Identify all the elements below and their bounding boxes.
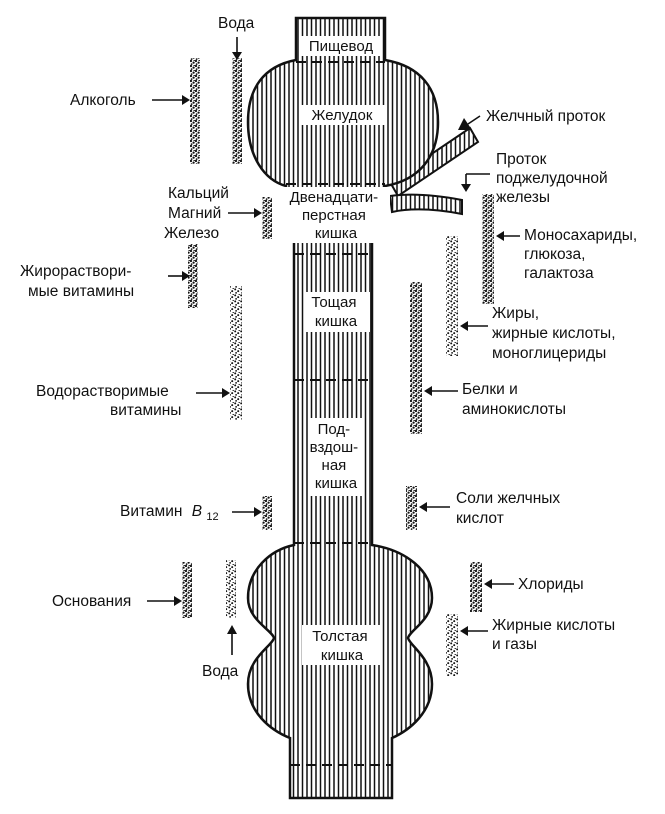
label-bases: Основания: [52, 593, 131, 610]
band-chlorides: [470, 562, 482, 612]
pancreatic-duct: [388, 193, 463, 216]
label-fat-soluble-vitamins: Жирораствори- мые витамины: [20, 263, 136, 300]
segment-ileum-label: Под- вздош- ная кишка: [310, 421, 363, 492]
arrows: [147, 37, 520, 655]
label-monosaccharides: Моносахариды, глюкоза, галактоза: [524, 227, 642, 282]
digestive-tract: [246, 16, 440, 800]
band-fat-soluble-vitamins: [188, 244, 198, 308]
segment-esophagus-label: Пищевод: [309, 38, 373, 55]
band-water-soluble-vitamins: [230, 286, 242, 420]
segment-stomach-label: Желудок: [312, 107, 373, 124]
segment-jejunum-label: Тощая кишка: [311, 294, 360, 330]
label-proteins: Белки и аминокислоты: [462, 381, 566, 418]
band-minerals: [262, 197, 272, 239]
label-fats: Жиры, жирные кислоты, моноглицериды: [492, 305, 620, 362]
label-water-soluble-vitamins: Водорастворимые витамины: [36, 383, 181, 419]
label-water-top: Вода: [218, 15, 255, 32]
band-fats: [446, 236, 458, 356]
segment-duodenum-label: Двенадцати- перстная кишка: [290, 189, 383, 242]
band-vitamin-b12: [262, 496, 272, 530]
absorption-bands: [182, 58, 494, 676]
band-bases: [182, 562, 192, 618]
band-monosaccharides: [482, 194, 494, 304]
band-water-lower: [226, 560, 236, 618]
label-water-bottom: Вода: [202, 663, 239, 680]
label-minerals: Кальций Магний Железо: [164, 185, 233, 242]
label-chlorides: Хлориды: [518, 576, 584, 593]
label-bile-salts: Соли желчных кислот: [456, 490, 565, 527]
label-vitamin-b12: Витамин B 12: [120, 503, 219, 523]
segment-colon-label: Толстая кишка: [312, 628, 372, 664]
bile-duct: [388, 126, 480, 198]
band-proteins: [410, 282, 422, 434]
label-alcohol: Алкоголь: [70, 92, 136, 109]
label-bile-duct: Желчный проток: [486, 108, 606, 125]
band-fatty-acids-gases: [446, 614, 458, 676]
label-fatty-acids-gases: Жирные кислоты и газы: [492, 617, 619, 653]
label-pancreatic-duct: Проток поджелудочной железы: [496, 151, 612, 206]
band-water-upper: [232, 58, 242, 164]
band-bile-salts: [406, 486, 417, 530]
band-alcohol: [190, 58, 200, 164]
